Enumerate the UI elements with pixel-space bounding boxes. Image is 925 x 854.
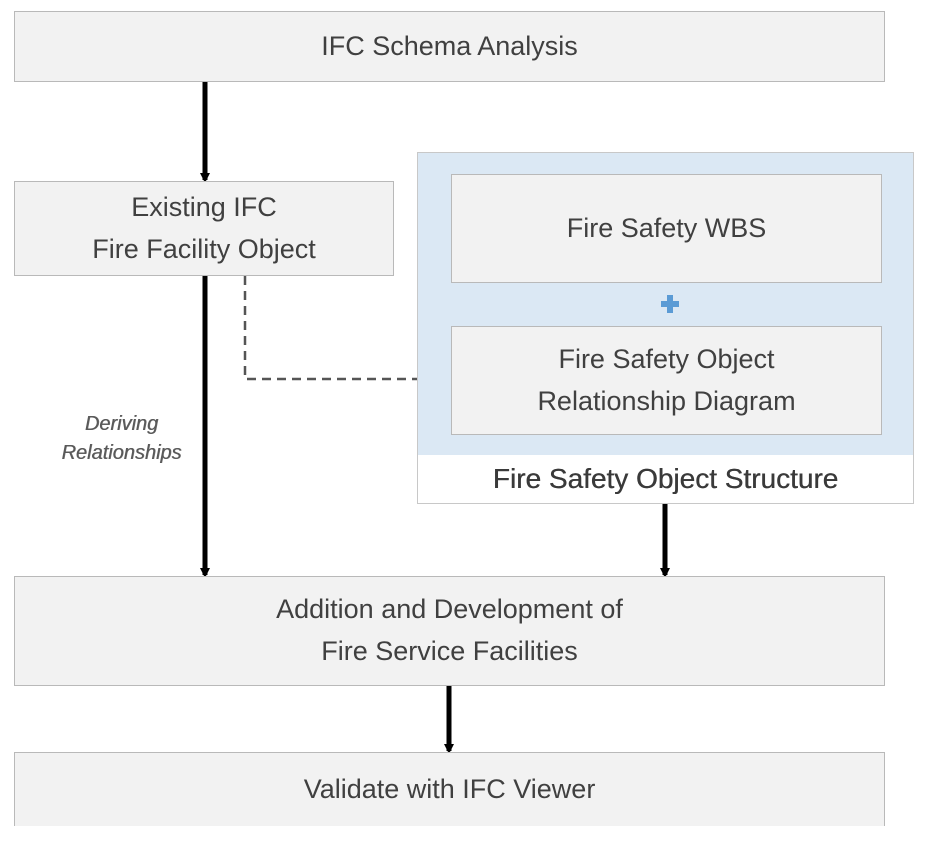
step-addition-and-development: Addition and Development of Fire Service… <box>14 576 885 686</box>
step-existing-fire-facility-object: Existing IFC Fire Facility Object <box>14 181 394 276</box>
step-label: Validate with IFC Viewer <box>303 773 596 804</box>
step-label: IFC Schema Analysis <box>321 30 578 61</box>
box-label: Fire Safety Object <box>558 343 775 374</box>
fire-safety-relationship-diagram-box: Fire Safety Object Relationship Diagram <box>451 326 882 435</box>
deriving-relationships-label: Deriving Relationships <box>44 410 199 468</box>
box-label: Relationship Diagram <box>537 385 796 416</box>
step-label: Fire Service Facilities <box>321 636 578 666</box>
fire-safety-wbs-box: Fire Safety WBS <box>451 174 882 283</box>
edge-label-line: Relationships <box>61 442 182 464</box>
box-label: Fire Safety WBS <box>566 212 767 243</box>
plus-icon <box>657 292 683 316</box>
step-label: Existing IFC <box>131 191 277 222</box>
step-validate-with-ifc-viewer: Validate with IFC Viewer <box>14 752 885 826</box>
step-label: Fire Facility Object <box>92 233 316 264</box>
step-ifc-schema-analysis: IFC Schema Analysis <box>14 11 885 82</box>
structure-group-caption: Fire Safety Object Structure <box>492 463 839 494</box>
step-label: Addition and Development of <box>276 594 623 625</box>
edge-label-line: Deriving <box>84 413 159 435</box>
